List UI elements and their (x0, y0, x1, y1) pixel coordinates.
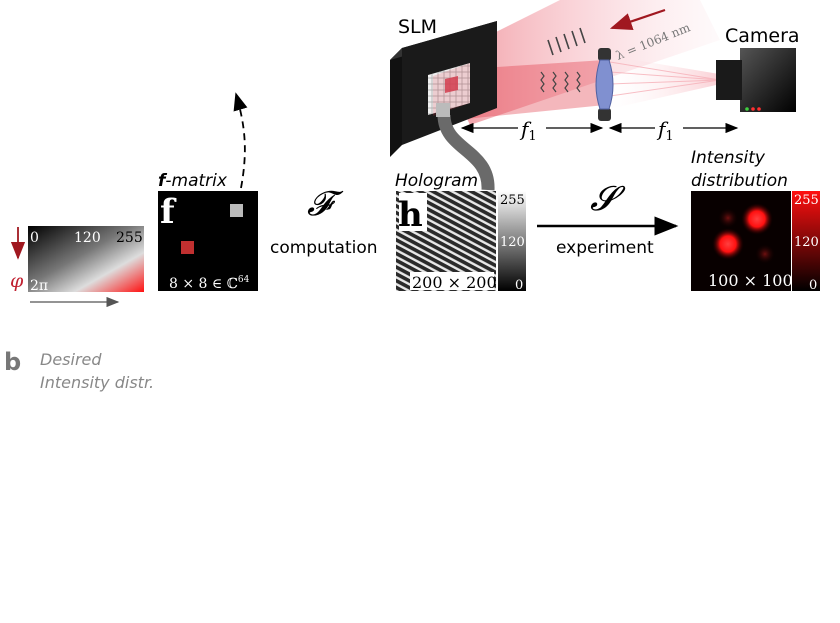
intensity-colorbar: 255 120 0 (792, 191, 820, 293)
phase-2pi-label: 2π (30, 278, 48, 294)
s-symbol: 𝓢 (590, 179, 626, 219)
focused-beam-rays (609, 61, 721, 97)
experiment-label: experiment (556, 238, 654, 258)
int-cb-255: 255 (794, 193, 819, 208)
hologram-panel: h 200 × 200 (396, 191, 497, 292)
incoming-laser-beam (440, 0, 720, 125)
camera-label: Camera (725, 25, 800, 47)
intensity-title-line1: Intensity (691, 148, 766, 168)
panel-b-label: b (4, 348, 21, 376)
hologram-dimension: 200 × 200 (412, 273, 497, 292)
holo-cb-0: 0 (515, 278, 523, 293)
wavefront-lines (547, 27, 586, 56)
camera-icon (716, 48, 796, 112)
hologram-colorbar: 255 120 0 (498, 191, 526, 293)
laser-direction-arrow (609, 8, 666, 30)
phase-symbol: φ (10, 270, 24, 292)
fiber-cable-icon (437, 114, 495, 191)
desired-label-line1: Desired (40, 350, 102, 369)
lens-icon (595, 48, 614, 121)
computation-label: computation (270, 238, 378, 258)
fmatrix-dashed-arrow (233, 92, 248, 189)
intensity-title-line2: distribution (691, 171, 788, 191)
holo-cb-255: 255 (500, 193, 525, 208)
fmatrix-dimension: 8 × 8 ∈ ℂ64 (169, 275, 250, 292)
int-cb-0: 0 (809, 278, 817, 293)
fourier-symbol: 𝓕 (307, 184, 344, 224)
holo-cb-120: 120 (500, 235, 525, 250)
hologram-letter: h (398, 195, 423, 235)
fiber-connector (436, 103, 450, 117)
fmatrix-panel: f 8 × 8 ∈ ℂ64 (158, 191, 258, 292)
intensity-panel: 100 × 100 (691, 191, 793, 291)
phase-tick-255: 255 (116, 230, 143, 246)
phase-tick-120: 120 (74, 230, 101, 246)
fmatrix-title: f-matrix (158, 171, 228, 191)
modulated-wavefronts (540, 71, 581, 93)
phase-colormap-panel: 0 120 255 2π (28, 226, 144, 294)
slm-label: SLM (398, 16, 437, 38)
intensity-dimension: 100 × 100 (708, 271, 793, 290)
desired-label-line2: Intensity distr. (40, 373, 154, 392)
phase-tick-0: 0 (30, 230, 39, 246)
fmatrix-letter: f (160, 192, 177, 232)
int-cb-120: 120 (794, 235, 819, 250)
hologram-title: Hologram (395, 171, 478, 191)
slm-device-icon (390, 21, 497, 157)
